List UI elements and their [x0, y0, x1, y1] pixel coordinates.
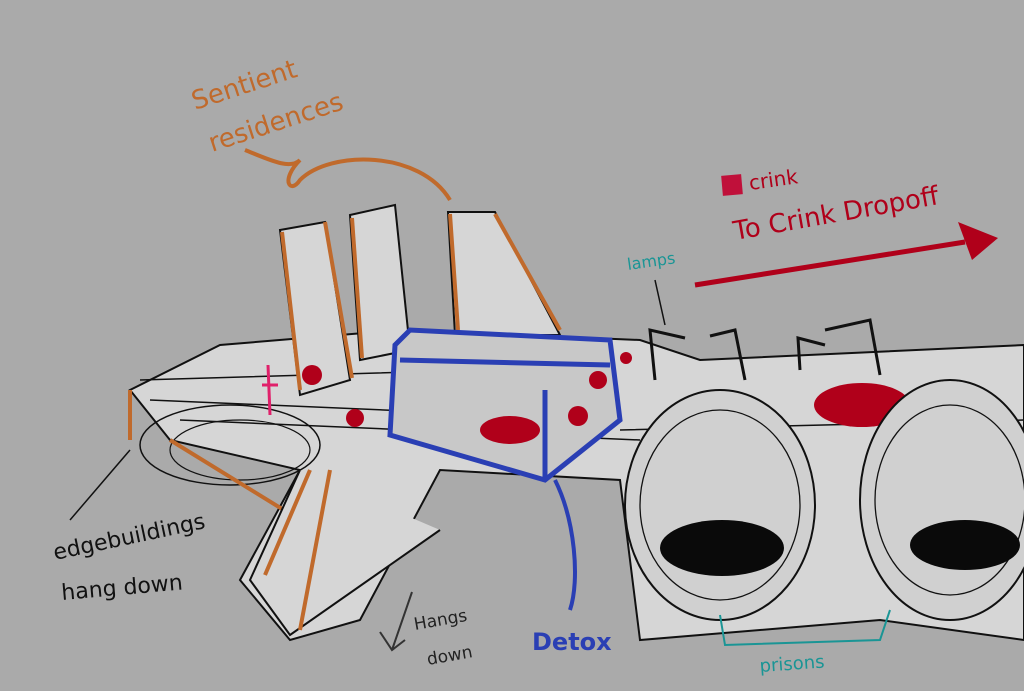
crink-legend-label: crink: [747, 164, 799, 195]
edge-arrow: [69, 449, 131, 521]
residences-bracket: [244, 148, 452, 202]
detox-unit: [387, 327, 623, 611]
hangs-label-2: down: [425, 642, 474, 670]
hangs-label-1: Hangs: [412, 606, 468, 635]
edge-label-2: hang down: [60, 570, 183, 606]
sentient-residences: [244, 148, 562, 397]
lamps-label: lamps: [626, 248, 677, 274]
hangs-arrow: [379, 591, 413, 652]
dropoff-arrowhead: [958, 222, 998, 260]
lamps: [648, 279, 882, 381]
crink-legend-swatch: [721, 174, 743, 196]
edge-label-1: edgebuildings: [51, 509, 207, 566]
prisons: [624, 379, 1024, 647]
dropoff-arrow: [694, 239, 966, 288]
prisons-label: prisons: [759, 652, 825, 677]
detox-label: Detox: [532, 628, 612, 656]
